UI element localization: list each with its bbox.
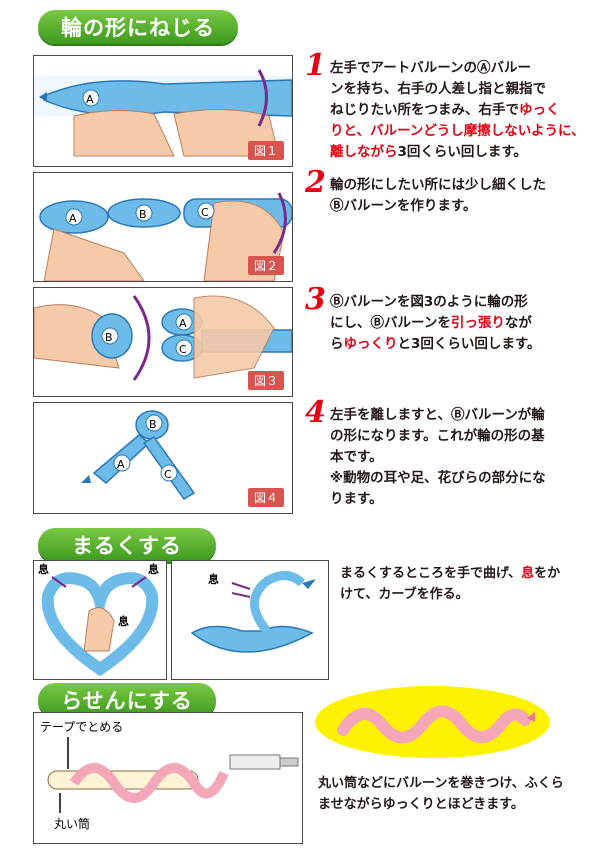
heart-illustration: 息 息 息 bbox=[38, 562, 159, 677]
figure-4-illustration: B A C bbox=[81, 410, 196, 500]
step-1-tail: 3回くらい回します。 bbox=[397, 144, 528, 160]
round-line-1a: まるくするところを手で曲げ、 bbox=[340, 566, 522, 581]
step-1-red-3: 離しながら bbox=[330, 144, 398, 160]
step-1-line-3: ねじりたい所をつまみ、右手でゆっく bbox=[330, 100, 592, 121]
swan-panel: 息 bbox=[171, 560, 329, 680]
step-3-line-3a: ら bbox=[330, 336, 344, 352]
round-text: まるくするところを手で曲げ、息をか けて、カーブを作る。 bbox=[340, 563, 595, 605]
section-title-spiral-text: らせんにする bbox=[61, 689, 193, 713]
step-3-line-2a: にし、Ⓑバルーンを bbox=[330, 315, 451, 331]
round-red: 息 bbox=[521, 566, 535, 581]
breath-label-4: 息 bbox=[208, 572, 219, 586]
spiral-example bbox=[315, 686, 550, 758]
figure-2-label: 図２ bbox=[247, 256, 284, 275]
label-c-fig4: C bbox=[164, 468, 172, 481]
figure-1-panel: A 図１ bbox=[33, 55, 293, 167]
label-a-fig2: A bbox=[69, 212, 77, 225]
figure-3-illustration: B A C bbox=[34, 295, 292, 381]
step-3-line-3b: と3回くらい回します。 bbox=[397, 336, 541, 352]
section-title-round-text: まるくする bbox=[72, 534, 182, 558]
step-3-line-1: Ⓑバルーンを図3のように輪の形 bbox=[330, 294, 528, 310]
figure-4-panel: B A C 図４ bbox=[33, 402, 293, 514]
step-4-line-5: ります。 bbox=[330, 491, 383, 507]
label-c-fig2: C bbox=[201, 206, 209, 219]
section-title-round: まるくする bbox=[38, 528, 216, 562]
figure-1-illustration: A bbox=[34, 69, 292, 157]
round-line-1b: をか bbox=[534, 566, 561, 581]
step-4-number: 4 bbox=[305, 395, 326, 430]
spiral-panel: テープでとめる 丸い筒 bbox=[33, 712, 303, 844]
spiral-balloon-illustration bbox=[337, 705, 535, 744]
step-2-text: 輪の形にしたい所には少し細くした Ⓑバルーンを作ります。 bbox=[330, 175, 592, 217]
swan-illustration: 息 bbox=[190, 571, 316, 653]
breath-label-3: 息 bbox=[118, 614, 129, 628]
spiral-text: 丸い筒などにバルーンを巻きつけ、ふくら ませながらゆっくりとほどきます。 bbox=[318, 773, 598, 815]
step-3-number: 3 bbox=[305, 282, 326, 317]
step-3-red-2: ゆっくり bbox=[343, 336, 398, 352]
figure-2-panel: A B C 図２ bbox=[33, 172, 293, 282]
breath-label-1: 息 bbox=[38, 562, 49, 576]
spiral-line-1: 丸い筒などにバルーンを巻きつけ、ふくら bbox=[318, 776, 564, 791]
step-2-line-1: 輪の形にしたい所には少し細くした bbox=[330, 177, 546, 193]
heart-panel: 息 息 息 bbox=[33, 560, 167, 680]
figure-4-label: 図４ bbox=[247, 488, 284, 507]
step-3-line-2: にし、Ⓑバルーンを引っ張りなが bbox=[330, 313, 592, 334]
section-title-twist-text: 輪の形にねじる bbox=[61, 16, 215, 40]
step-1-line-2: ンを持ち、右手の人差し指と親指で bbox=[330, 81, 546, 97]
step-4-line-4: ※動物の耳や足、花びらの部分にな bbox=[330, 470, 546, 486]
label-a-fig3: A bbox=[179, 317, 187, 330]
step-4-text: 左手を離しますと、Ⓑバルーンが輪 の形になります。これが輪の形の基 本です。 ※… bbox=[330, 405, 592, 510]
round-line-2: けて、カーブを作る。 bbox=[340, 587, 469, 602]
step-4-line-2: の形になります。これが輪の形の基 bbox=[330, 428, 545, 444]
round-line-1: まるくするところを手で曲げ、息をか bbox=[340, 563, 595, 584]
step-2-line-2: Ⓑバルーンを作ります。 bbox=[330, 198, 477, 214]
step-3-red: 引っ張り bbox=[450, 315, 505, 331]
step-1-red-1: ゆっく bbox=[519, 102, 560, 118]
step-4-line-3: 本です。 bbox=[330, 449, 383, 465]
step-3-line-3: らゆっくりと3回くらい回します。 bbox=[330, 334, 592, 355]
figure-3-label: 図３ bbox=[247, 371, 284, 390]
figure-1-label: 図１ bbox=[247, 141, 284, 160]
section-title-spiral: らせんにする bbox=[38, 683, 216, 717]
label-c-fig3: C bbox=[179, 343, 187, 356]
spiral-line-2: ませながらゆっくりとほどきます。 bbox=[318, 797, 524, 812]
step-1-line-3a: ねじりたい所をつまみ、右手で bbox=[330, 102, 519, 118]
label-b-fig3: B bbox=[105, 331, 113, 344]
section-title-twist: 輪の形にねじる bbox=[38, 10, 238, 44]
label-b-fig4: B bbox=[149, 418, 157, 431]
tape-label: テープでとめる bbox=[40, 720, 123, 734]
step-2-number: 2 bbox=[305, 165, 326, 200]
step-4-line-1: 左手を離しますと、Ⓑバルーンが輪 bbox=[330, 407, 545, 423]
label-a: A bbox=[86, 93, 94, 106]
step-1-line-1: 左手でアートバルーンのⒶバルー bbox=[330, 60, 532, 76]
step-1-text: 左手でアートバルーンのⒶバルー ンを持ち、右手の人差し指と親指で ねじりたい所を… bbox=[330, 58, 592, 163]
tube-label: 丸い筒 bbox=[54, 816, 90, 831]
step-3-line-2b: なが bbox=[504, 315, 532, 331]
figure-3-panel: B A C 図３ bbox=[33, 287, 293, 397]
step-3-text: Ⓑバルーンを図3のように輪の形 にし、Ⓑバルーンを引っ張りなが らゆっくりと3回… bbox=[330, 292, 592, 355]
label-a-fig4: A bbox=[117, 458, 125, 471]
step-1-line-5: 離しながら3回くらい回します。 bbox=[330, 142, 592, 163]
step-1-number: 1 bbox=[305, 48, 326, 83]
step-1-red-2: りと、バルーンどうし摩擦しないように、 bbox=[330, 123, 585, 139]
spiral-illustration: テープでとめる 丸い筒 bbox=[40, 720, 299, 831]
label-b-fig2: B bbox=[139, 208, 147, 221]
breath-label-2: 息 bbox=[148, 562, 159, 576]
